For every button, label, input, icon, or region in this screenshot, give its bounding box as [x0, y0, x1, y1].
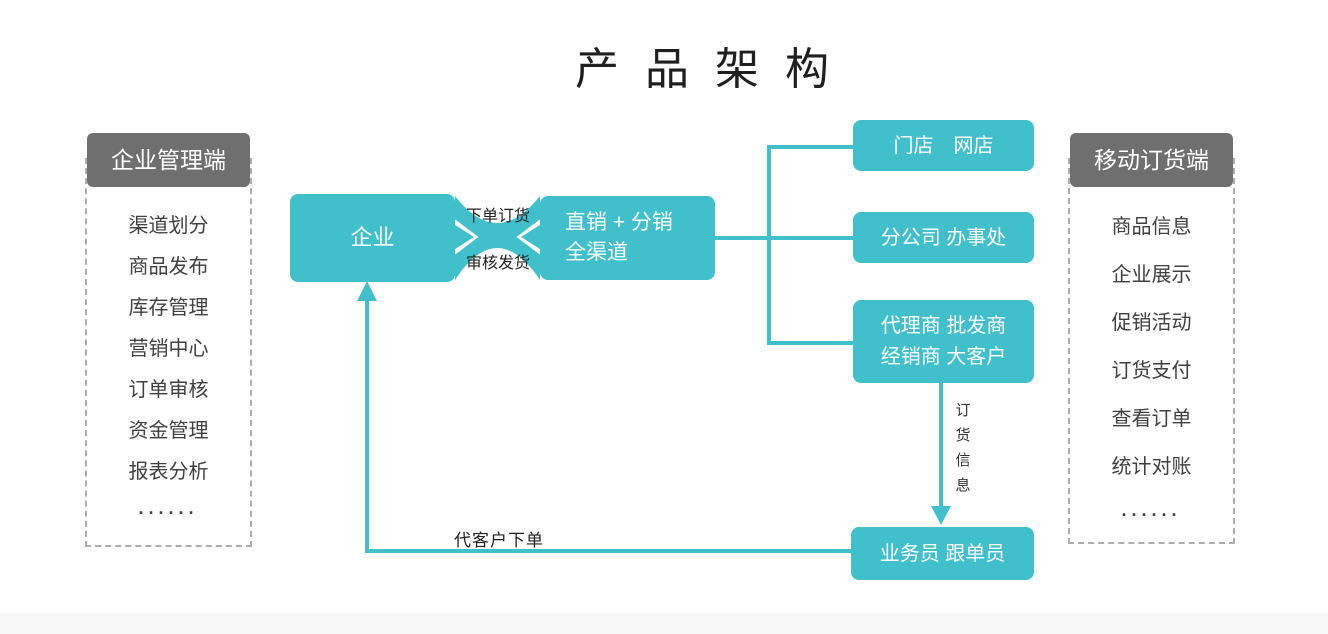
node-enterprise: 企业	[290, 194, 455, 282]
node-branch-office: 分公司 办事处	[853, 212, 1034, 263]
list-item: 查看订单	[1111, 408, 1192, 430]
list-item: 统计对账	[1111, 456, 1192, 478]
right-panel-items: 商品信息 企业展示 促销活动 订货支付 查看订单 统计对账 ······	[1068, 203, 1235, 539]
node-label: 直销 + 分销	[565, 211, 673, 234]
node-label: 门店 网店	[893, 134, 994, 157]
left-arrowhead-icon	[521, 223, 543, 251]
hourglass-band	[455, 196, 540, 280]
right-arrowhead-icon	[452, 223, 474, 251]
node-label: 企业	[350, 225, 395, 250]
left-panel	[85, 158, 252, 547]
edge-label-proxy-order: 代客户下单	[454, 531, 544, 550]
list-item: 营销中心	[128, 338, 209, 360]
list-item: 促销活动	[1111, 312, 1192, 334]
list-item: 订单审核	[128, 379, 209, 401]
node-label: 代理商 批发商	[880, 314, 1007, 337]
ellipsis-dots: ······	[138, 503, 199, 523]
right-panel	[1068, 158, 1235, 544]
list-item: 商品发布	[128, 256, 209, 278]
node-salesman: 业务员 跟单员	[851, 527, 1034, 580]
list-item: 商品信息	[1111, 216, 1192, 238]
node-store: 门店 网店	[853, 120, 1034, 171]
list-item: 库存管理	[128, 297, 209, 319]
down-arrowhead-icon	[931, 506, 951, 525]
left-panel-header: 企业管理端	[87, 133, 250, 187]
list-item: 订货支付	[1111, 360, 1192, 382]
node-label: 分公司 办事处	[880, 226, 1007, 249]
right-panel-header: 移动订货端	[1070, 133, 1233, 187]
edge-label-order-info: 订货信息	[955, 402, 971, 494]
branch-tree-line	[715, 145, 853, 345]
page-title: 产品架构	[575, 45, 855, 94]
list-item: 报表分析	[128, 461, 209, 483]
left-panel-items: 渠道划分 商品发布 库存管理 营销中心 订单审核 资金管理 报表分析 ·····…	[85, 206, 252, 534]
node-channel: 直销 + 分销 全渠道	[540, 196, 715, 280]
node-label: 全渠道	[565, 241, 628, 264]
list-item: 资金管理	[128, 420, 209, 442]
ellipsis-dots: ······	[1121, 505, 1182, 525]
node-label: 业务员 跟单员	[879, 542, 1006, 565]
bottom-strip	[0, 613, 1328, 634]
list-item: 企业展示	[1111, 264, 1192, 286]
edge-label-review-ship: 审核发货	[465, 255, 530, 272]
edge-label-place-order: 下单订货	[465, 208, 530, 225]
node-label: 经销商 大客户	[880, 345, 1007, 368]
list-item: 渠道划分	[128, 215, 209, 237]
up-arrowhead-icon	[357, 281, 377, 301]
node-agent: 代理商 批发商 经销商 大客户	[853, 300, 1034, 383]
proxy-order-line	[365, 299, 851, 553]
